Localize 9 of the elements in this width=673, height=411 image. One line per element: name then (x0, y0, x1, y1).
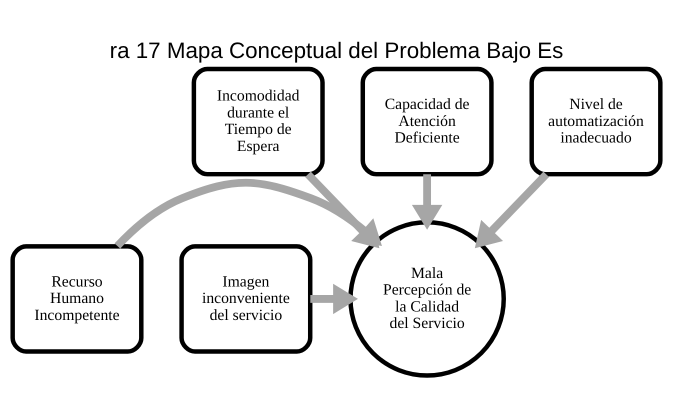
arrow (474, 172, 550, 248)
node-box: Recurso Humano Incompetente (10, 244, 144, 354)
arrow (412, 174, 442, 230)
arrow (310, 284, 358, 314)
node-box: Capacidad de Atención Deficiente (360, 66, 494, 176)
node-box: Incomodidad durante el Tiempo de Espera (192, 66, 325, 176)
node-box: Imagen inconveniente del servicio (179, 244, 312, 354)
node-box: Nivel de automatización inadecuado (529, 66, 663, 176)
diagram-title: ra 17 Mapa Conceptual del Problema Bajo Es (110, 38, 564, 63)
